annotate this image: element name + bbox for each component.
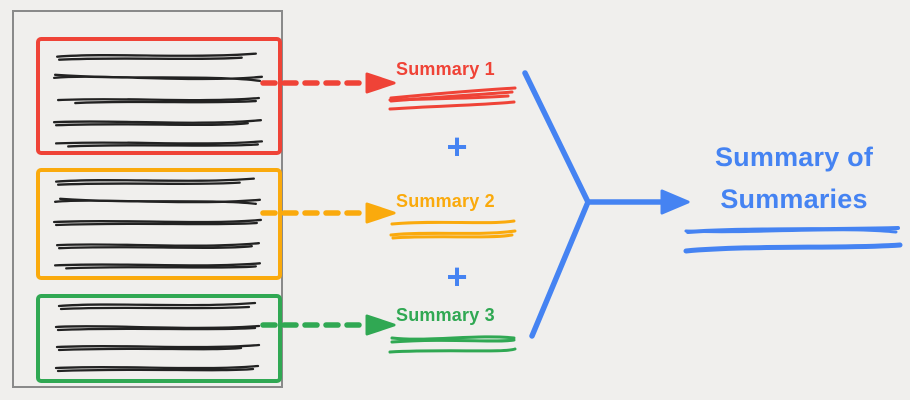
document-container [12, 10, 283, 388]
merge-line-top [522, 70, 591, 205]
document-chunk-1 [36, 37, 282, 155]
red-dashed-arrow [260, 72, 396, 94]
output-label-line2: Summaries [720, 184, 868, 214]
handwritten-text-lines [52, 52, 264, 148]
handwritten-text-lines [52, 177, 263, 270]
scribble-strokes [388, 335, 517, 354]
green-dashed-arrow [260, 314, 396, 336]
merge-arrow [522, 70, 690, 339]
plus-icon: + [446, 256, 468, 297]
merge-line-bottom [529, 199, 591, 339]
orange-dashed-arrow [260, 202, 396, 224]
summary-3-label: Summary 3 [396, 305, 495, 325]
text-line-scribbles [54, 301, 261, 373]
summary-1-scribble [388, 86, 517, 111]
output-underline-scribble [683, 226, 903, 254]
summary-2-scribble [389, 219, 517, 240]
text-line-scribbles [52, 52, 264, 148]
handwritten-text-lines [54, 301, 261, 373]
summary-2-label: Summary 2 [396, 191, 495, 211]
merge-arrowhead [660, 189, 690, 215]
summary-3-scribble [388, 335, 517, 354]
scribble-strokes [389, 219, 517, 240]
scribble-strokes [683, 226, 903, 254]
text-line-scribbles [52, 177, 263, 270]
document-chunk-3 [36, 294, 282, 383]
document-chunk-2 [36, 168, 282, 280]
scribble-strokes [388, 86, 517, 111]
plus-icon: + [446, 126, 468, 167]
summary-1-label: Summary 1 [396, 59, 495, 79]
summary-of-summaries-label: Summary of Summaries [688, 136, 900, 220]
output-label-line1: Summary of [714, 142, 874, 172]
